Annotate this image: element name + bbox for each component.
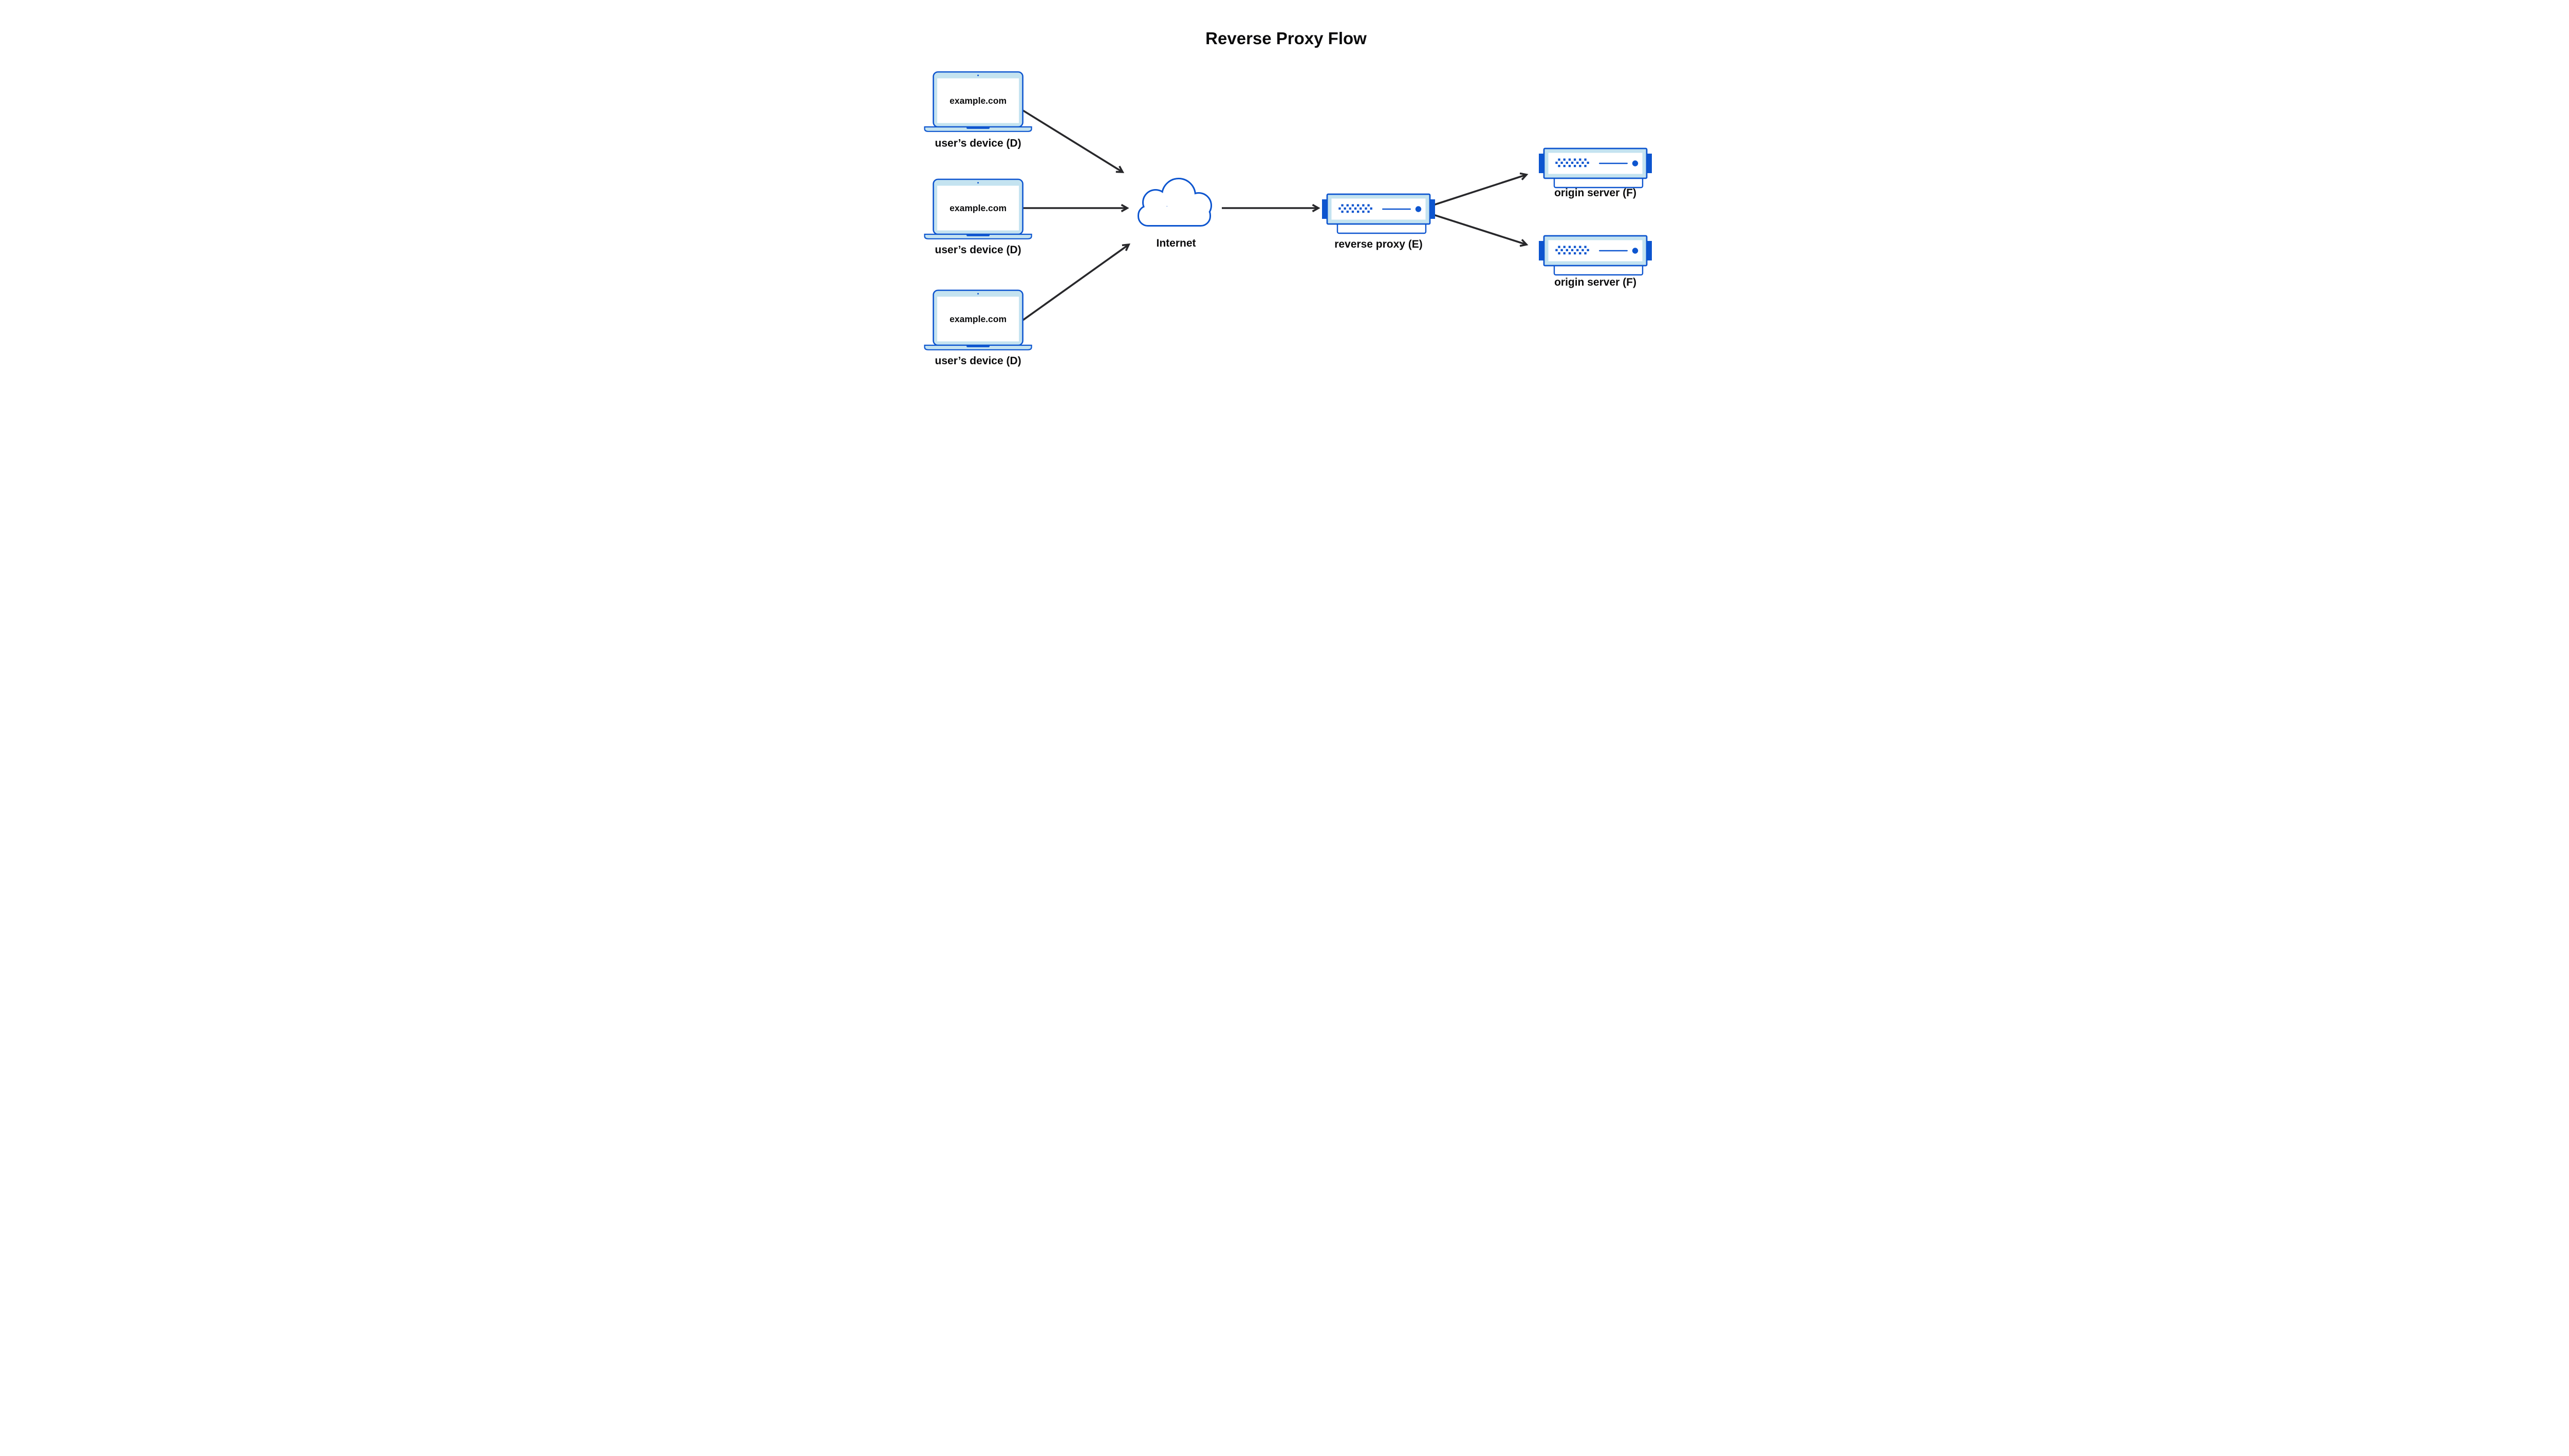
user-device-node-2: example.com user’s device (D) bbox=[923, 178, 1032, 256]
server-icon bbox=[1321, 193, 1436, 234]
user-device-node-1: example.com user’s device (D) bbox=[923, 71, 1032, 150]
arrow-proxy-to-origin2 bbox=[1432, 214, 1526, 245]
device-label: user’s device (D) bbox=[935, 355, 1021, 367]
device-screen-text: example.com bbox=[950, 96, 1007, 106]
arrow-device3-to-internet bbox=[1022, 245, 1129, 321]
device-screen-text: example.com bbox=[950, 203, 1007, 213]
server-icon bbox=[1538, 147, 1652, 189]
user-device-node-3: example.com user’s device (D) bbox=[923, 289, 1032, 367]
flow-arrows bbox=[1022, 109, 1526, 321]
reverse-proxy-flow-diagram: Reverse Proxy Flow example.com user’s de… bbox=[882, 0, 1687, 403]
page-title: Reverse Proxy Flow bbox=[1205, 29, 1367, 48]
origin-server-node-2: origin server (F) bbox=[1538, 235, 1652, 288]
reverse-proxy-label: reverse proxy (E) bbox=[1334, 238, 1423, 250]
server-icon bbox=[1538, 235, 1652, 276]
origin-server-label: origin server (F) bbox=[1554, 187, 1636, 199]
origin-server-node-1: origin server (F) bbox=[1538, 147, 1652, 199]
cloud-icon bbox=[1137, 178, 1212, 227]
device-label: user’s device (D) bbox=[935, 138, 1021, 150]
arrow-proxy-to-origin1 bbox=[1432, 175, 1526, 206]
reverse-proxy-node: reverse proxy (E) bbox=[1321, 193, 1436, 250]
origin-server-label: origin server (F) bbox=[1554, 276, 1636, 288]
device-screen-text: example.com bbox=[950, 314, 1007, 324]
internet-label: Internet bbox=[1156, 237, 1196, 249]
internet-node: Internet bbox=[1137, 178, 1212, 249]
device-label: user’s device (D) bbox=[935, 244, 1021, 256]
arrow-device1-to-internet bbox=[1022, 109, 1123, 172]
